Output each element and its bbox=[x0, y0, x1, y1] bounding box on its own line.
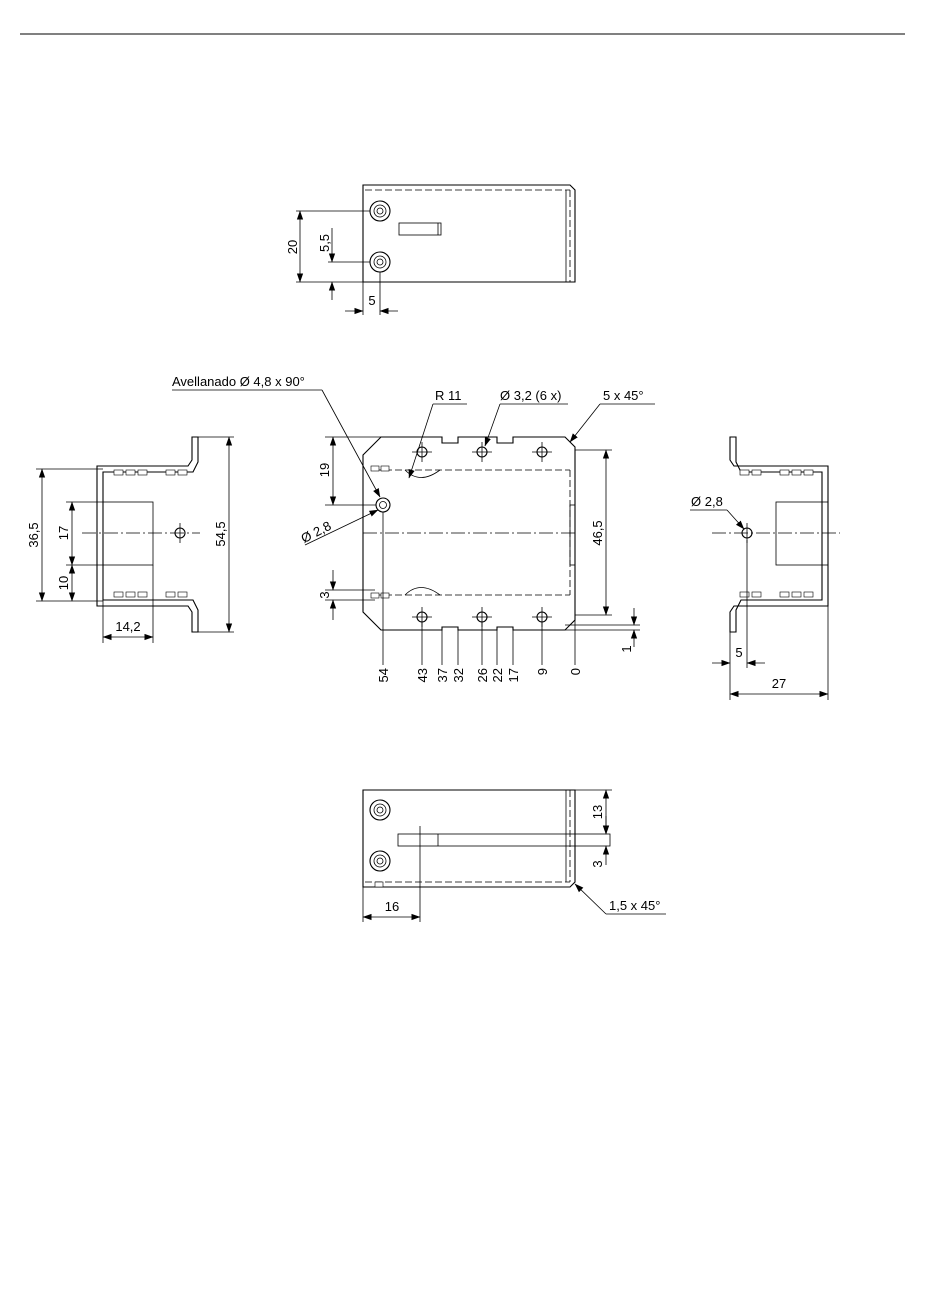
ordinate-label: 26 bbox=[475, 668, 490, 682]
dim-label: 13 bbox=[590, 805, 605, 819]
left-view: 54,5 36,5 17 10 14,2 bbox=[26, 437, 234, 643]
ordinate-label: 17 bbox=[506, 668, 521, 682]
dim-label: 46,5 bbox=[590, 520, 605, 545]
countersink-hole-icon bbox=[370, 851, 390, 871]
dim-label: 14,2 bbox=[115, 619, 140, 634]
hole-icon bbox=[532, 442, 552, 462]
ordinate-label: 9 bbox=[535, 668, 550, 675]
dim-label: 27 bbox=[772, 676, 786, 691]
dim-label: 3 bbox=[590, 860, 605, 867]
front-view: Avellanado Ø 4,8 x 90° R 11 Ø 3,2 (6 x) … bbox=[172, 374, 655, 682]
dim-label: Ø 2,8 bbox=[298, 518, 333, 546]
callout-holes: Ø 3,2 (6 x) bbox=[500, 388, 561, 403]
dim-label: 1 bbox=[619, 645, 634, 652]
ordinate-label: 0 bbox=[568, 668, 583, 675]
dim-label: 10 bbox=[56, 576, 71, 590]
dim-label: 16 bbox=[385, 899, 399, 914]
dim-label: 5 bbox=[735, 645, 742, 660]
countersink-hole-icon bbox=[370, 252, 390, 272]
callout-radius: R 11 bbox=[435, 388, 462, 403]
dim-label: 19 bbox=[317, 463, 332, 477]
ordinate-label: 54 bbox=[376, 668, 391, 682]
dim-label: 5 bbox=[368, 293, 375, 308]
ordinate-label: 22 bbox=[490, 668, 505, 682]
ordinate-label: 32 bbox=[451, 668, 466, 682]
ordinate-label: 37 bbox=[435, 668, 450, 682]
bend-tabs bbox=[740, 470, 813, 597]
callout-chamfer: 5 x 45° bbox=[603, 388, 644, 403]
countersink-hole-icon bbox=[376, 498, 390, 512]
hole-icon bbox=[472, 442, 492, 462]
right-view: Ø 2,8 5 27 bbox=[690, 437, 840, 700]
dim-label: 54,5 bbox=[213, 521, 228, 546]
top-view: 20 5,5 5 bbox=[285, 185, 575, 315]
countersink-hole-icon bbox=[370, 800, 390, 820]
ordinate-labels: 54 43 37 32 26 22 17 9 0 bbox=[376, 668, 583, 682]
callout-countersink: Avellanado Ø 4,8 x 90° bbox=[172, 374, 305, 389]
callout-chamfer: 1,5 x 45° bbox=[609, 898, 660, 913]
dim-label: 17 bbox=[56, 526, 71, 540]
bend-tabs bbox=[114, 470, 187, 597]
dim-label: 20 bbox=[285, 240, 300, 254]
dim-label: 3 bbox=[317, 591, 332, 598]
dim-label: 36,5 bbox=[26, 522, 41, 547]
ordinate-lines bbox=[383, 512, 575, 665]
dim-label: 5,5 bbox=[317, 234, 332, 252]
ordinate-label: 43 bbox=[415, 668, 430, 682]
bottom-view: 13 3 16 1,5 x 45° bbox=[363, 790, 666, 922]
countersink-hole-icon bbox=[370, 201, 390, 221]
dim-label: Ø 2,8 bbox=[691, 494, 723, 509]
